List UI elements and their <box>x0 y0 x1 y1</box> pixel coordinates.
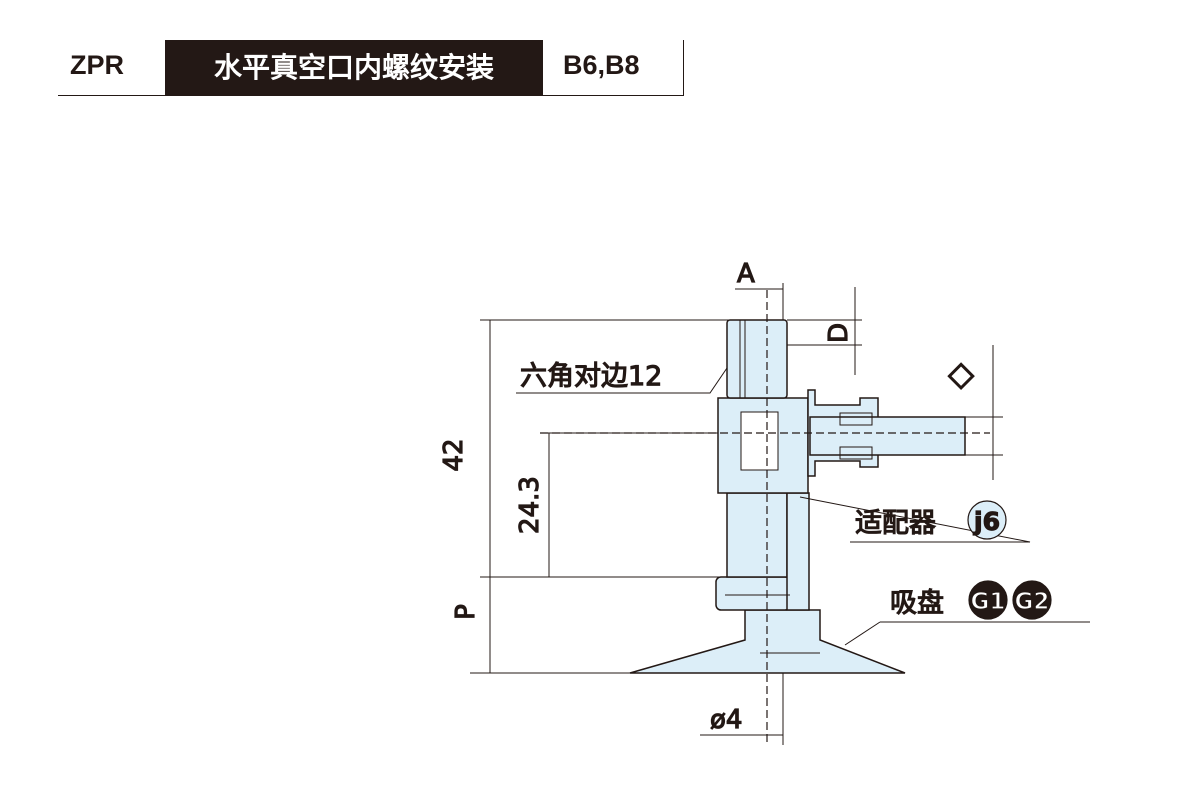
pad-code-2: G2 <box>1015 589 1050 615</box>
tube-dim-diamond: ◇ <box>948 354 975 394</box>
pad-code-2-badge <box>1012 580 1052 620</box>
adapter-stem <box>786 492 810 611</box>
adapter-code: j6 <box>973 507 1000 536</box>
pad-code-1: G1 <box>971 589 1006 615</box>
pad-flange <box>715 576 791 611</box>
dim-p: P <box>451 604 481 620</box>
vacuum-pad-assembly <box>629 319 966 674</box>
dimension-lines <box>470 283 1090 745</box>
upper-hex <box>726 319 788 399</box>
pad-code-1-badge <box>968 580 1008 620</box>
dim-bore: ø4 <box>710 705 742 735</box>
pad-label: 吸盘 <box>890 588 944 619</box>
header-divider <box>682 40 684 95</box>
size-codes: B6,B8 <box>563 50 640 80</box>
hex-label: 六角对边12 <box>520 361 662 392</box>
page-header: ZPR 水平真空口内螺纹安装 B6,B8 <box>58 40 684 96</box>
header-title: 水平真空口内螺纹安装 <box>165 40 543 95</box>
lower-hex <box>726 492 788 578</box>
internal-lines <box>725 320 873 654</box>
series-code: ZPR <box>70 50 124 80</box>
dim-42: 42 <box>439 438 469 471</box>
dim-a: A <box>737 259 755 289</box>
dim-24-3: 24.3 <box>515 476 545 534</box>
dim-d: D <box>824 323 854 343</box>
adapter-label: 适配器 <box>855 508 936 539</box>
tube <box>809 416 966 456</box>
adapter-code-badge <box>967 500 1007 540</box>
